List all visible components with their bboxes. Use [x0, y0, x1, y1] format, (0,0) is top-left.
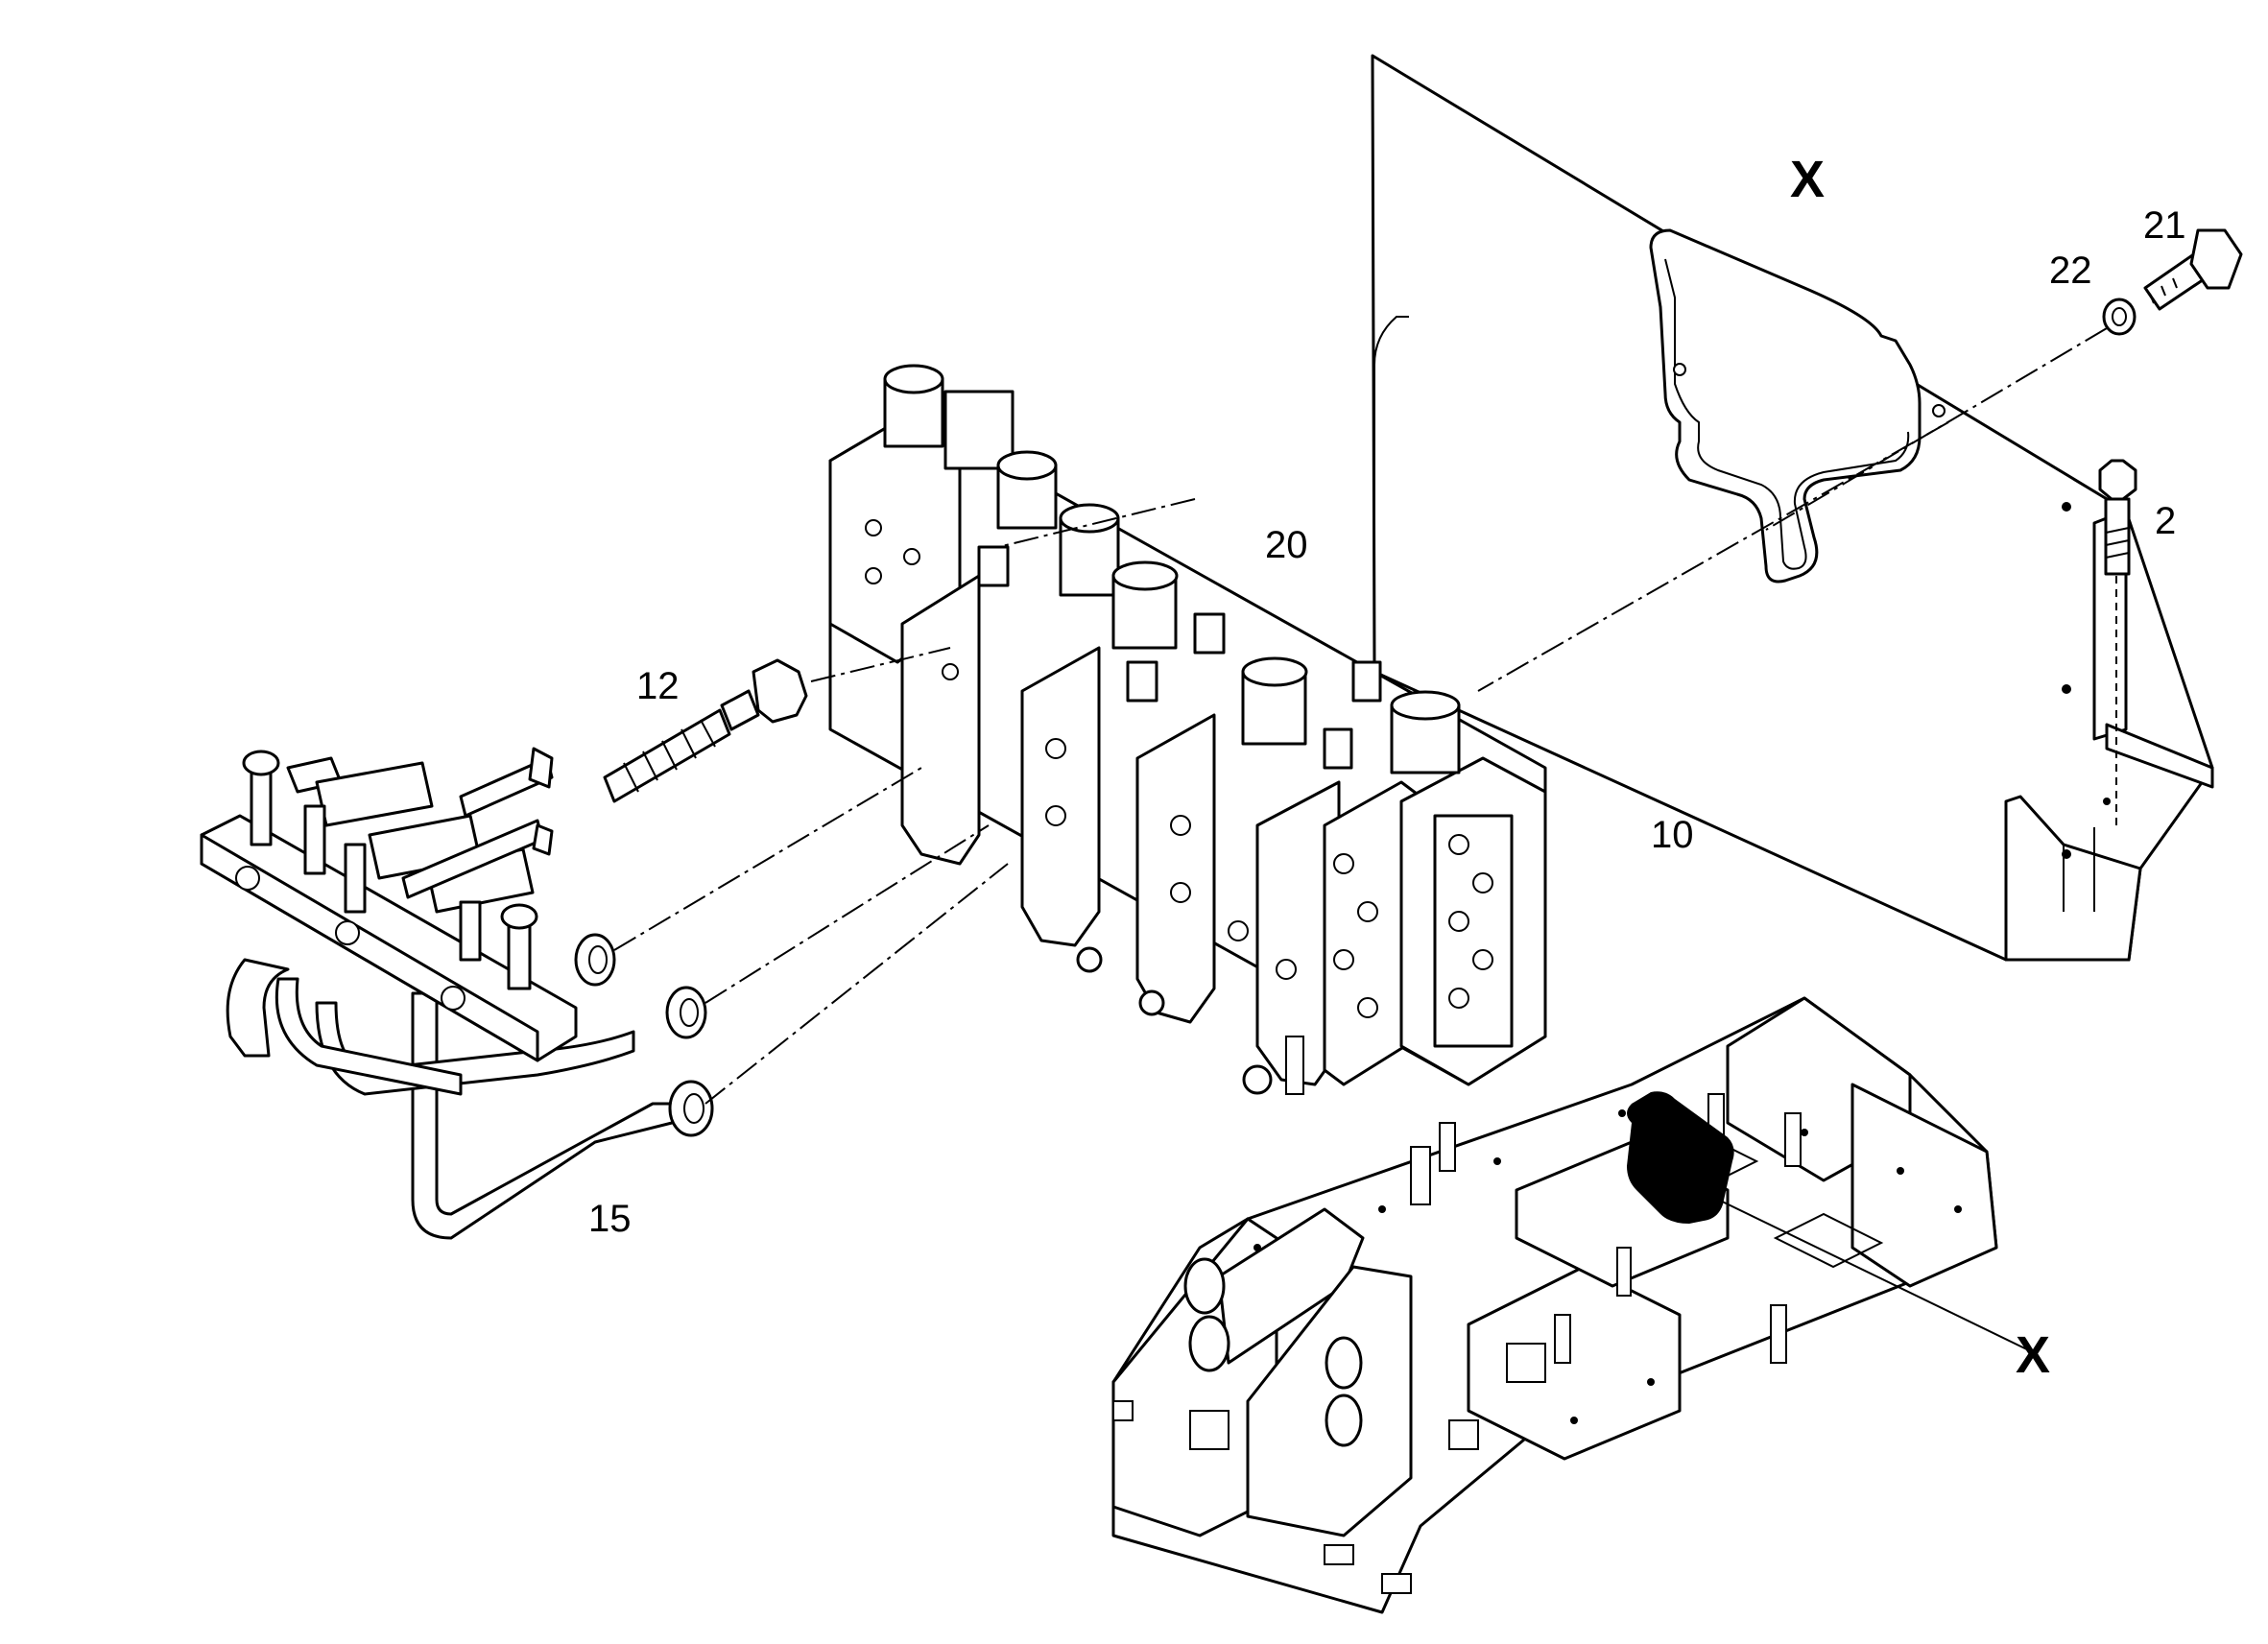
part-15-manifold-tubes — [200, 747, 714, 1240]
part-2-bolt — [2098, 459, 2137, 576]
callout-10: 10 — [1651, 814, 1694, 856]
callout-2: 2 — [2155, 500, 2177, 542]
part-10-bracket — [1371, 54, 2214, 962]
highlighted-valve-location — [1627, 1091, 1734, 1224]
assembly-lines — [613, 327, 2117, 1354]
part-21-bolt — [2143, 228, 2243, 311]
callout-x-detail: X — [1790, 151, 1826, 208]
part-20-control-valve — [828, 364, 1547, 1095]
upper-frame-assembly — [1111, 996, 1998, 1614]
callout-20: 20 — [1265, 524, 1308, 566]
part-22-washer — [2102, 298, 2137, 336]
callout-15: 15 — [588, 1198, 632, 1240]
solenoid-row — [883, 364, 1461, 774]
callout-x-locator: X — [2016, 1326, 2051, 1384]
callout-12: 12 — [636, 665, 680, 707]
part-12-hose — [603, 658, 808, 803]
callout-21: 21 — [2143, 204, 2186, 247]
callout-22: 22 — [2049, 250, 2092, 292]
